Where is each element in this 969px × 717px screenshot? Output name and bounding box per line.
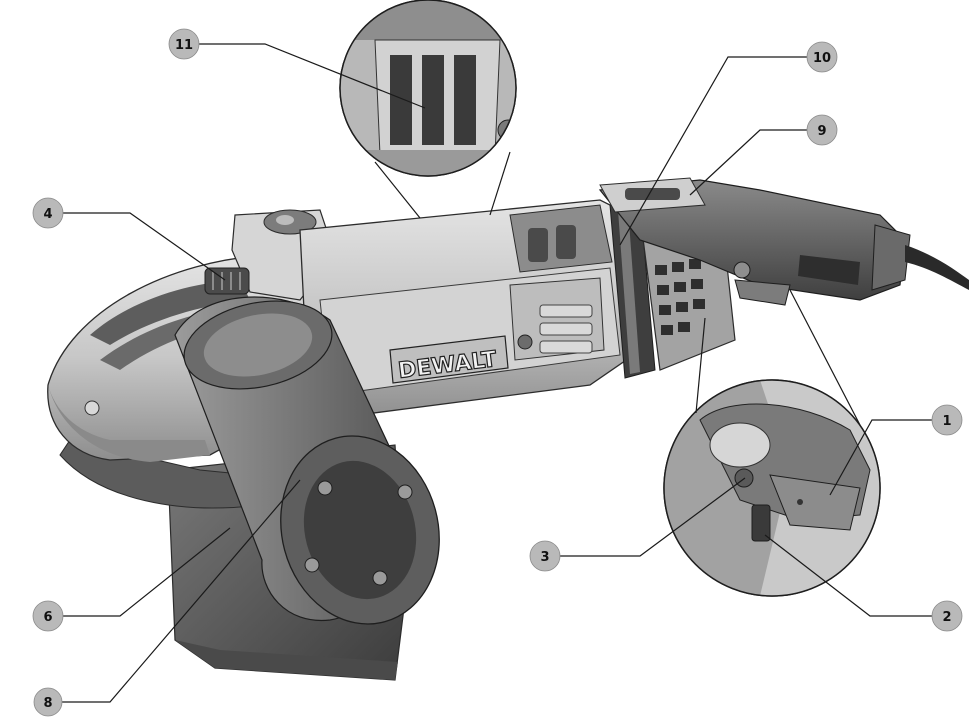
svg-text:6: 6 (43, 610, 52, 625)
svg-text:8: 8 (43, 696, 52, 711)
leader-lines (60, 43, 935, 703)
svg-text:1: 1 (942, 414, 951, 429)
detail-tangent-lines (374, 151, 861, 426)
svg-text:10: 10 (813, 51, 831, 66)
callout-4: 4 (32, 197, 64, 229)
svg-text:2: 2 (942, 610, 951, 625)
side-handle (174, 296, 440, 625)
spindle-lock-button (204, 267, 250, 295)
svg-text:9: 9 (817, 124, 826, 139)
svg-text:3: 3 (540, 550, 549, 565)
svg-text:11: 11 (175, 38, 193, 53)
rear-handle (598, 177, 969, 301)
detail-circle-vents (339, 0, 517, 177)
callout-10: 10 (806, 41, 838, 73)
callout-3: 3 (529, 540, 561, 572)
paddle-switch (733, 261, 791, 306)
callout-9: 9 (806, 114, 838, 146)
svg-text:4: 4 (43, 207, 52, 222)
detail-circle-switch (663, 379, 881, 597)
callout-11: 11 (168, 28, 200, 60)
callout-1: 1 (931, 404, 963, 436)
callout-8: 8 (33, 687, 63, 717)
callout-6: 6 (32, 600, 64, 632)
callout-2: 2 (931, 600, 963, 632)
